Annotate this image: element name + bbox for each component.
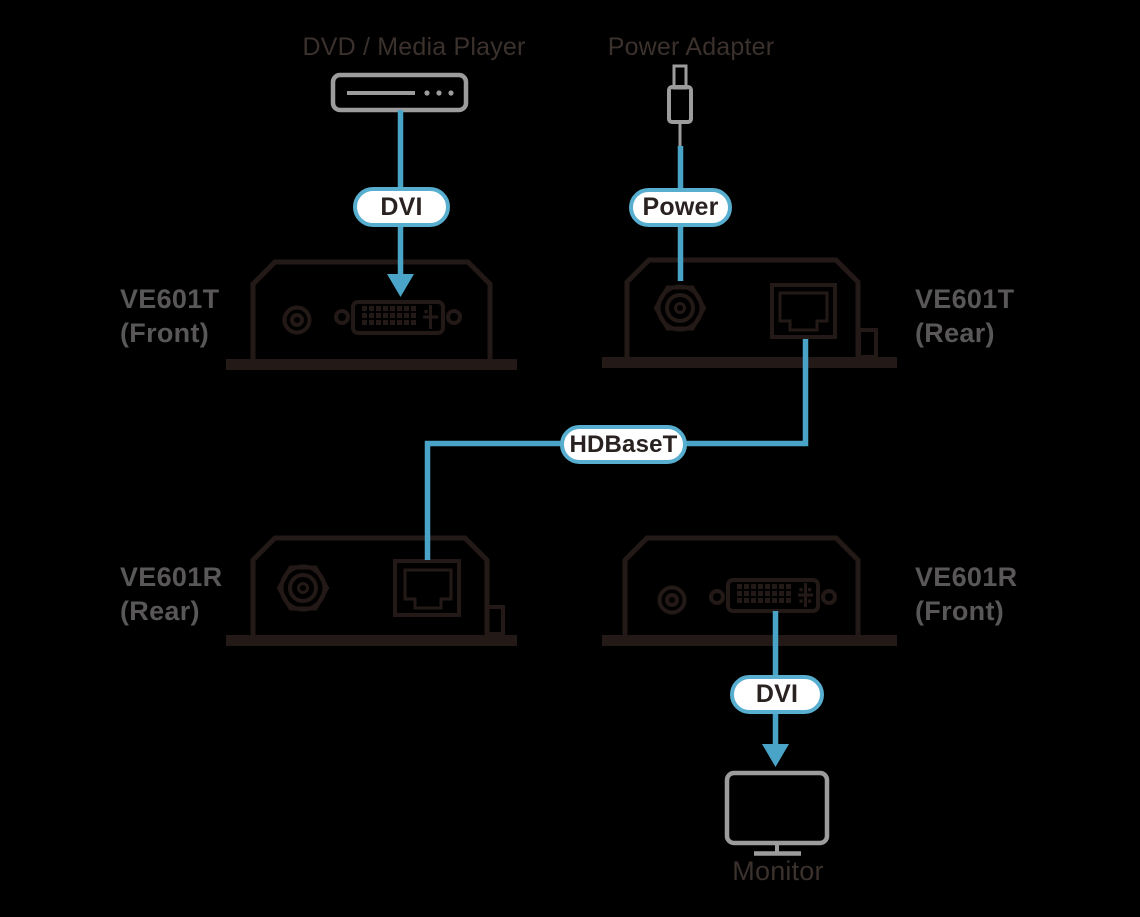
dvi-analog-pins bbox=[799, 588, 812, 603]
ve601r-rear-label: VE601R (Rear) bbox=[120, 560, 222, 628]
hdbaset-pill: HDBaseT bbox=[560, 425, 687, 464]
rj45-port-inner bbox=[403, 568, 453, 610]
ve601r-front-label: VE601R (Front) bbox=[915, 560, 1017, 628]
power-jack-inner bbox=[288, 573, 318, 603]
adapter-plug-tip bbox=[672, 64, 688, 90]
ve601t-front-label: VE601T (Front) bbox=[120, 282, 219, 350]
hdbaset-pill-label: HDBaseT bbox=[569, 430, 678, 458]
device-name: VE601T bbox=[915, 284, 1015, 314]
dvi-screw-right bbox=[821, 589, 837, 605]
device-view: (Front) bbox=[120, 318, 210, 348]
power-adapter-label: Power Adapter bbox=[607, 33, 775, 61]
power-jack-inner bbox=[665, 293, 695, 323]
dvd-media-player-label: DVD / Media Player bbox=[302, 33, 526, 61]
audio-jack-inner bbox=[290, 313, 304, 327]
dvd-button-dot bbox=[436, 90, 442, 96]
monitor-screen bbox=[724, 770, 830, 846]
dvi-pins bbox=[737, 584, 791, 603]
power-jack-pin bbox=[297, 582, 309, 594]
device-name: VE601T bbox=[120, 284, 220, 314]
device-box bbox=[250, 535, 490, 641]
dvd-button-dot bbox=[448, 90, 454, 96]
dvi-pill-top: DVI bbox=[353, 187, 450, 227]
power-jack-nut bbox=[653, 285, 707, 331]
dvd-player-icon bbox=[330, 72, 469, 113]
device-view: (Front) bbox=[915, 596, 1005, 626]
dvi-pill-bottom-label: DVI bbox=[755, 680, 799, 708]
ve601t-front-device bbox=[226, 259, 517, 370]
ve601t-rear-label: VE601T (Rear) bbox=[915, 282, 1014, 350]
dvi-cable-arrowhead-top bbox=[387, 274, 414, 297]
power-adapter-icon bbox=[667, 64, 693, 147]
dvi-pill-bottom: DVI bbox=[730, 675, 824, 714]
dvi-pins bbox=[362, 306, 416, 325]
dvi-screw-right bbox=[446, 309, 462, 325]
device-view: (Rear) bbox=[120, 596, 200, 626]
monitor-icon bbox=[724, 770, 830, 856]
ve601r-rear-device bbox=[226, 535, 517, 646]
power-jack-nut bbox=[276, 565, 330, 611]
device-base bbox=[226, 359, 517, 370]
rj45-port-icon bbox=[393, 559, 461, 617]
dvi-screw-left bbox=[709, 589, 725, 605]
power-pill: Power bbox=[629, 188, 732, 227]
device-name: VE601R bbox=[915, 562, 1018, 592]
device-base bbox=[602, 635, 897, 646]
audio-jack-icon bbox=[657, 585, 687, 615]
rj45-port-icon bbox=[770, 283, 837, 339]
device-box bbox=[250, 259, 493, 364]
dvi-cable-arrowhead-bottom bbox=[762, 744, 789, 767]
grounding-tab bbox=[485, 605, 505, 636]
audio-jack-icon bbox=[282, 305, 312, 335]
adapter-barrel bbox=[667, 85, 693, 124]
dvi-screw-left bbox=[334, 309, 350, 325]
ve601t-rear-device bbox=[602, 257, 897, 368]
grounding-tab bbox=[857, 328, 878, 359]
monitor-label: Monitor bbox=[732, 856, 824, 886]
rj45-port-inner bbox=[778, 291, 829, 332]
device-box bbox=[622, 535, 861, 641]
device-view: (Rear) bbox=[915, 318, 995, 348]
dvi-port-icon bbox=[351, 300, 445, 335]
audio-jack-inner bbox=[665, 593, 679, 607]
device-name: VE601R bbox=[120, 562, 223, 592]
device-base bbox=[602, 357, 897, 368]
power-jack-pin bbox=[674, 302, 686, 314]
dvi-pill-top-label: DVI bbox=[380, 192, 423, 221]
dvi-analog-pins bbox=[424, 310, 428, 314]
power-pill-label: Power bbox=[642, 193, 719, 221]
dvd-button-dot bbox=[424, 90, 430, 96]
ve601r-front-device bbox=[602, 535, 897, 646]
device-box bbox=[624, 257, 861, 364]
device-base bbox=[226, 635, 517, 646]
